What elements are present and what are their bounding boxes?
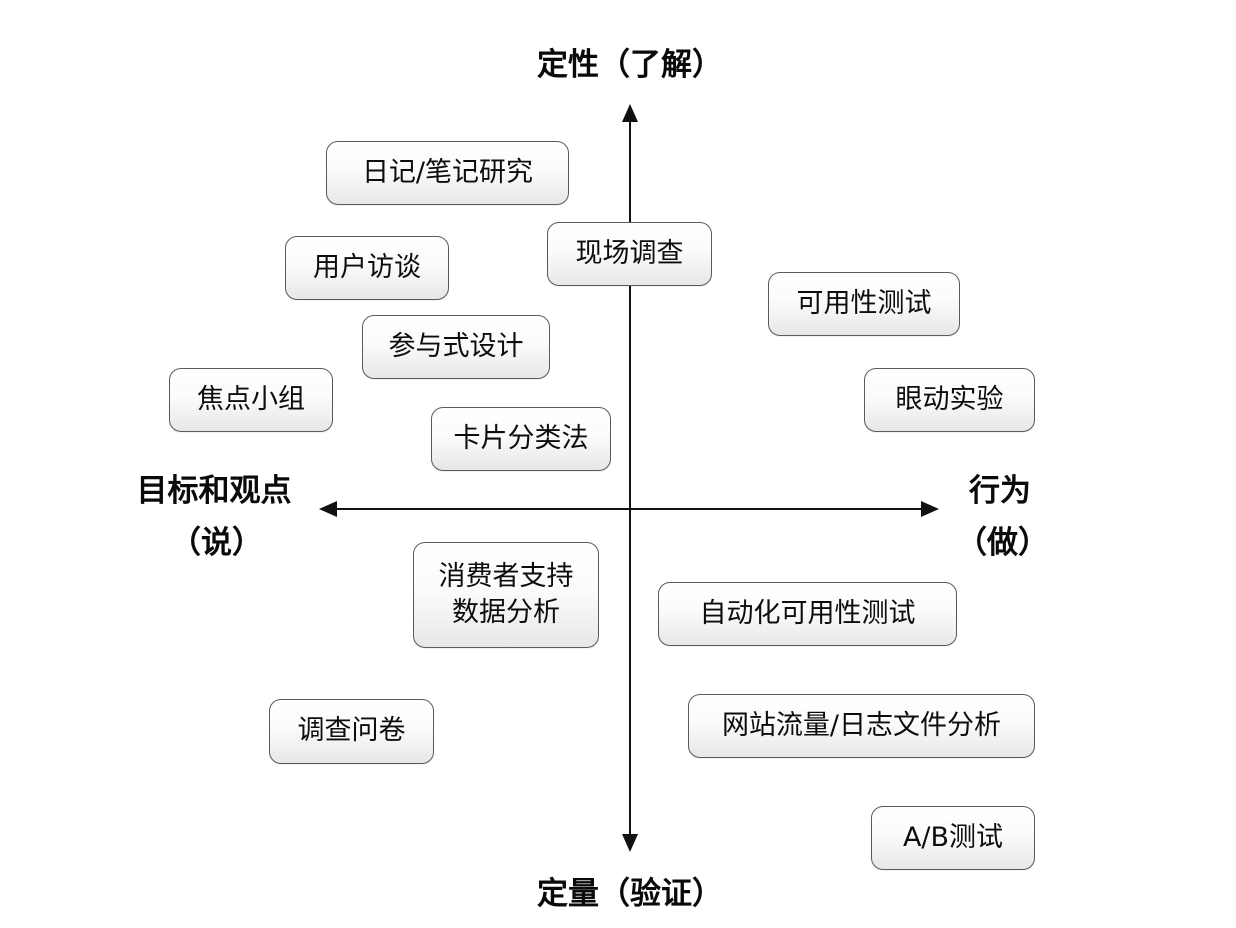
method-web-analytics: 网站流量/日志文件分析: [688, 694, 1035, 758]
method-ab-test: A/B测试: [871, 806, 1035, 870]
arrow-left-icon: [319, 501, 337, 517]
axis-label-behavioral-do: （做）: [956, 525, 1049, 561]
method-automated-usability-test: 自动化可用性测试: [658, 582, 957, 646]
axis-label-behavioral: 行为: [969, 473, 1031, 509]
method-diary-study: 日记/笔记研究: [326, 141, 569, 205]
axis-label-attitudinal-say: （说）: [170, 525, 263, 561]
method-card-sorting: 卡片分类法: [431, 407, 611, 471]
method-customer-support-analytics: 消费者支持 数据分析: [413, 542, 599, 648]
axis-label-qualitative: 定性（了解）: [537, 47, 723, 83]
method-eye-tracking: 眼动实验: [864, 368, 1035, 432]
arrow-down-icon: [622, 834, 638, 852]
method-field-study: 现场调查: [547, 222, 712, 286]
arrow-right-icon: [921, 501, 939, 517]
method-survey: 调查问卷: [269, 699, 434, 764]
method-participatory-design: 参与式设计: [362, 315, 550, 379]
method-user-interview: 用户访谈: [285, 236, 449, 300]
arrow-up-icon: [622, 104, 638, 122]
axis-label-quantitative: 定量（验证）: [537, 876, 723, 912]
axis-label-attitudinal: 目标和观点: [136, 473, 292, 509]
method-usability-test: 可用性测试: [768, 272, 960, 336]
method-focus-group: 焦点小组: [169, 368, 333, 432]
